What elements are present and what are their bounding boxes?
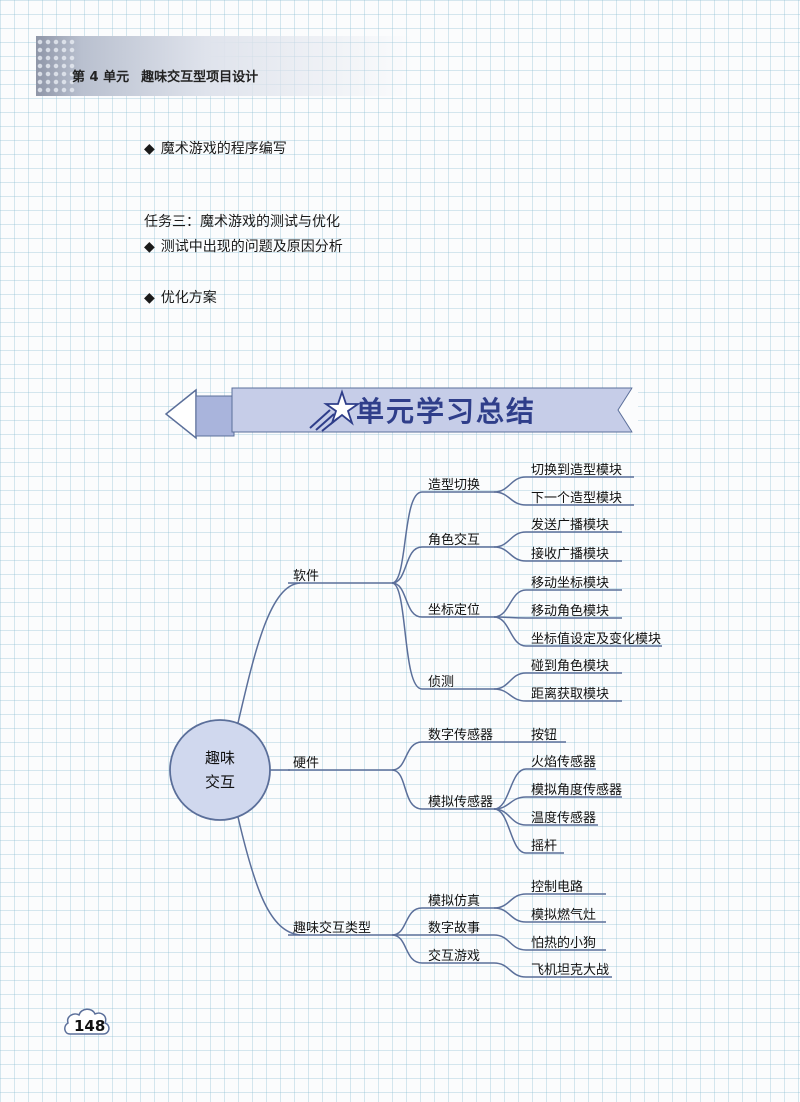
leaf-joystick: 摇杆 xyxy=(531,839,558,854)
bullet-icon: ◆ xyxy=(144,239,155,255)
header-dot-pattern xyxy=(36,38,76,94)
bullet-icon: ◆ xyxy=(144,141,155,157)
header-bar xyxy=(36,36,414,96)
cloud-icon xyxy=(64,1008,110,1035)
leaf-touch-sprite: 碰到角色模块 xyxy=(531,659,610,674)
center-line-1: 趣味 xyxy=(204,749,235,767)
node-role-interact: 角色交互 xyxy=(428,533,481,548)
unit-label: 第 4 单元 xyxy=(72,70,130,85)
bullet-line-test: ◆ 测试中出现的问题及原因分析 xyxy=(144,236,343,256)
branch-hardware: 硬件 xyxy=(293,756,320,771)
optimize-text: 优化方案 xyxy=(160,290,217,306)
leaf-flame-sensor: 火焰传感器 xyxy=(531,755,597,770)
program-text: 魔术游戏的程序编写 xyxy=(160,141,287,157)
bullet-icon: ◆ xyxy=(144,290,155,306)
leaf-temp-sensor: 温度传感器 xyxy=(531,811,597,826)
node-coord: 坐标定位 xyxy=(428,603,481,618)
leaf-control-circuit: 控制电路 xyxy=(531,880,584,895)
branch-types: 趣味交互类型 xyxy=(293,921,372,936)
center-line-2: 交互 xyxy=(204,773,235,791)
leaf-set-coord: 坐标值设定及变化模块 xyxy=(531,632,662,647)
running-header: 第 4 单元趣味交互型项目设计 xyxy=(72,66,270,85)
leaf-move-coord: 移动坐标模块 xyxy=(531,576,610,591)
unit-title: 趣味交互型项目设计 xyxy=(141,70,259,85)
leaf-switch-costume: 切换到造型模块 xyxy=(531,463,623,478)
node-detect: 侦测 xyxy=(428,675,455,690)
node-digital-sensor: 数字传感器 xyxy=(428,728,494,743)
node-shape-switch: 造型切换 xyxy=(428,478,481,493)
task3-heading: 任务三：魔术游戏的测试与优化 xyxy=(144,214,340,230)
star-icon xyxy=(309,389,361,432)
node-simulation: 模拟仿真 xyxy=(428,894,481,909)
node-interactive-game: 交互游戏 xyxy=(428,949,481,964)
bullet-line-program: ◆ 魔术游戏的程序编写 xyxy=(144,138,287,158)
node-digital-story: 数字故事 xyxy=(428,921,481,936)
leaf-receive: 接收广播模块 xyxy=(531,547,610,562)
leaf-heat-dog: 怕热的小狗 xyxy=(531,936,597,951)
branch-software: 软件 xyxy=(293,569,320,584)
mindmap-center-node: 趣味 交互 xyxy=(178,746,262,794)
leaf-button: 按钮 xyxy=(531,728,558,743)
banner-title: 单元学习总结 xyxy=(356,395,537,428)
leaf-next-costume: 下一个造型模块 xyxy=(531,491,623,506)
summary-banner xyxy=(164,387,638,440)
leaf-gas-stove: 模拟燃气灶 xyxy=(531,908,597,923)
bullet-line-optimize: ◆ 优化方案 xyxy=(144,287,217,307)
test-text: 测试中出现的问题及原因分析 xyxy=(160,239,343,255)
leaf-distance: 距离获取模块 xyxy=(531,687,610,702)
node-analog-sensor: 模拟传感器 xyxy=(428,795,494,810)
page-number: 148 xyxy=(74,1017,106,1035)
leaf-plane-tank: 飞机坦克大战 xyxy=(531,963,610,978)
leaf-move-sprite: 移动角色模块 xyxy=(531,604,610,619)
leaf-broadcast: 发送广播模块 xyxy=(531,518,610,533)
leaf-angle-sensor: 模拟角度传感器 xyxy=(531,783,623,798)
